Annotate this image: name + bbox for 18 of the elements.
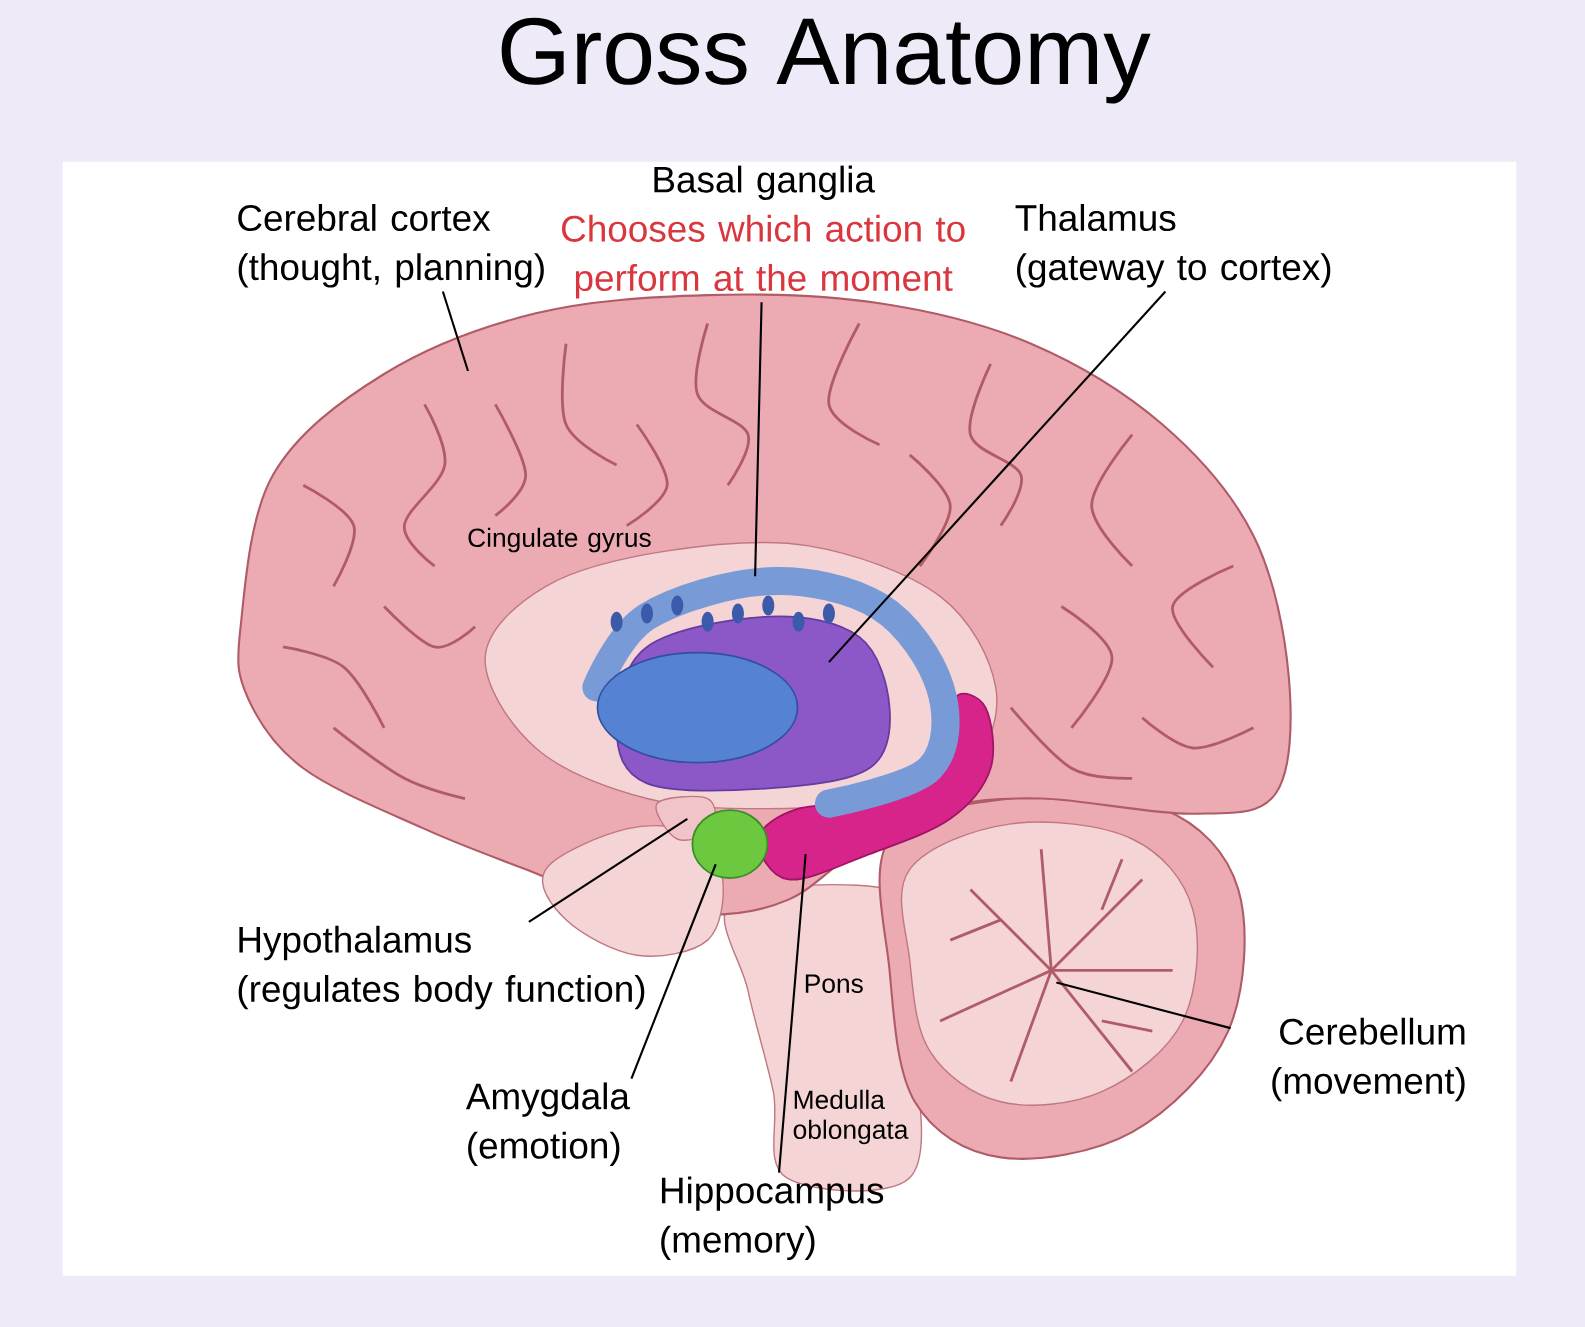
anatomy-label: Hypothalamus (regulates body function) [238,925,645,1010]
leader-line [777,854,807,1173]
leader-line [441,291,469,372]
leader-line [754,302,763,577]
anatomy-label: Basal ganglia Chooses which action to perform at the moment [562,165,965,299]
structure-label: Cingulate gyrus [468,527,651,553]
anatomy-label: Cerebral cortex (thought, planning) [238,204,544,288]
anatomy-label: Thalamus (gateway to cortex) [1015,204,1331,288]
anatomy-label: Amygdala (emotion) [465,1082,630,1166]
anatomy-label: Cerebellum (movement) [1272,1017,1465,1102]
structure-label: Pons [805,974,863,993]
anatomy-label: Hippocampus (memory) [661,1176,884,1261]
structure-label: Medulla oblongata [793,1089,909,1145]
title: Gross Anatomy [501,17,1151,104]
leader-line [828,290,1167,663]
leader-line [630,863,717,1079]
leader-line [528,817,688,923]
leader-line [1056,981,1231,1030]
